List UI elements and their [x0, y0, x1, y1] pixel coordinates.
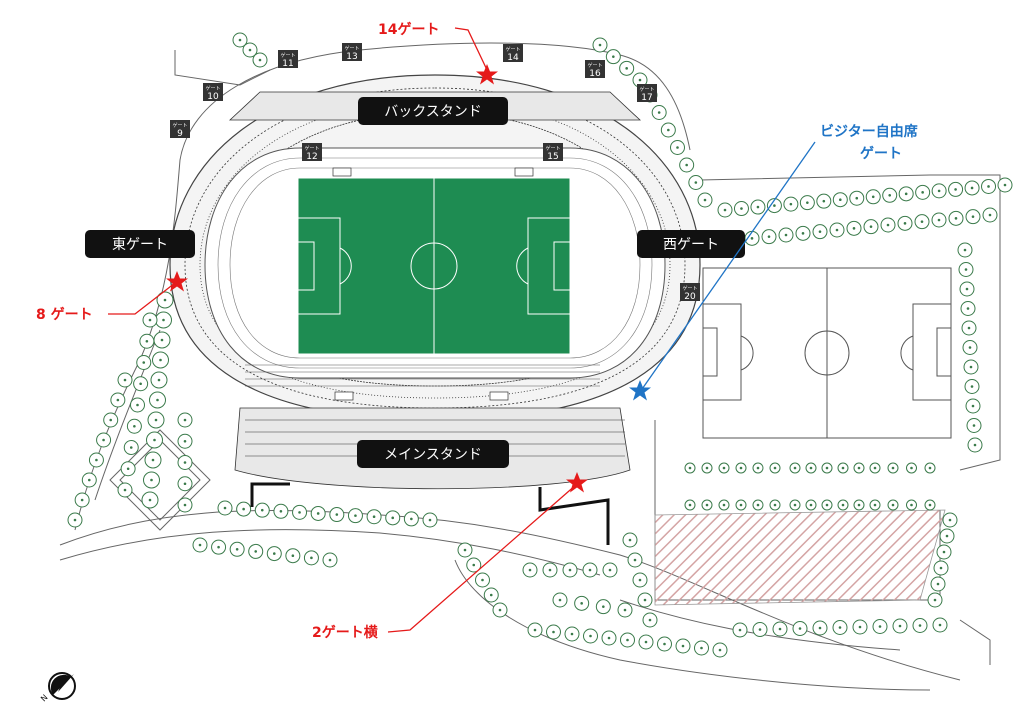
gate-tag-number: 15: [547, 152, 558, 162]
gate-tag-number: 13: [346, 52, 357, 62]
gate-tag-number: 20: [684, 292, 696, 302]
visitor-gate-callout-line2: ゲート: [860, 145, 902, 162]
back-stand-text: バックスタンド: [384, 104, 482, 120]
west-gate-label: 西ゲート: [637, 230, 745, 258]
main-stand-label: メインスタンド: [357, 440, 509, 468]
gate-tag-prefix: ゲート: [587, 62, 602, 69]
sub-pitch: [702, 267, 952, 439]
east-gate-text: 東ゲート: [112, 237, 168, 253]
gate-14-callout: 14ゲート: [378, 21, 439, 38]
west-gate-text: 西ゲート: [663, 237, 719, 253]
gate-tag-number: 14: [507, 53, 519, 63]
site-roads: [59, 42, 1001, 691]
gate-tag-prefix: ゲート: [639, 86, 654, 93]
svg-text:N: N: [39, 693, 50, 704]
main-pitch: [297, 177, 571, 355]
gate-tag-prefix: ゲート: [205, 85, 220, 92]
east-gate-label: 東ゲート: [85, 230, 195, 258]
gate-tag-number: 16: [589, 69, 601, 79]
gate-tag-prefix: ゲート: [545, 145, 560, 152]
gate-tag-number: 10: [207, 92, 219, 102]
visitor-gate-callout-line1: ビジター自由席: [820, 123, 918, 140]
gate-number-tags: ゲート9ゲート10ゲート11ゲート13ゲート14ゲート16ゲート17ゲート12ゲ…: [170, 43, 700, 302]
gate-fences: [250, 482, 610, 545]
gate-tag-number: 12: [306, 152, 317, 162]
back-stand-label: バックスタンド: [358, 97, 508, 125]
gate-tag-number: 11: [282, 59, 293, 69]
blue-star-icon: [629, 380, 651, 401]
trees: [67, 32, 1013, 658]
callout-leaders: [108, 27, 816, 633]
hatched-parking-area: [654, 509, 946, 606]
gate-tag-prefix: ゲート: [505, 46, 520, 53]
gate-tag-number: 17: [641, 93, 652, 103]
gate-tag-number: 9: [177, 129, 183, 139]
gate-2-side-callout: 2ゲート横: [312, 624, 379, 641]
gate-tag-prefix: ゲート: [172, 122, 187, 129]
gate-tag-prefix: ゲート: [304, 145, 319, 152]
gate-tag-prefix: ゲート: [344, 45, 359, 52]
gate-tag-prefix: ゲート: [280, 52, 295, 59]
gate-tag-prefix: ゲート: [682, 285, 697, 292]
gate-8-callout: 8 ゲート: [36, 306, 93, 323]
north-arrow-icon: N: [39, 672, 76, 704]
main-stand-text: メインスタンド: [384, 447, 482, 463]
